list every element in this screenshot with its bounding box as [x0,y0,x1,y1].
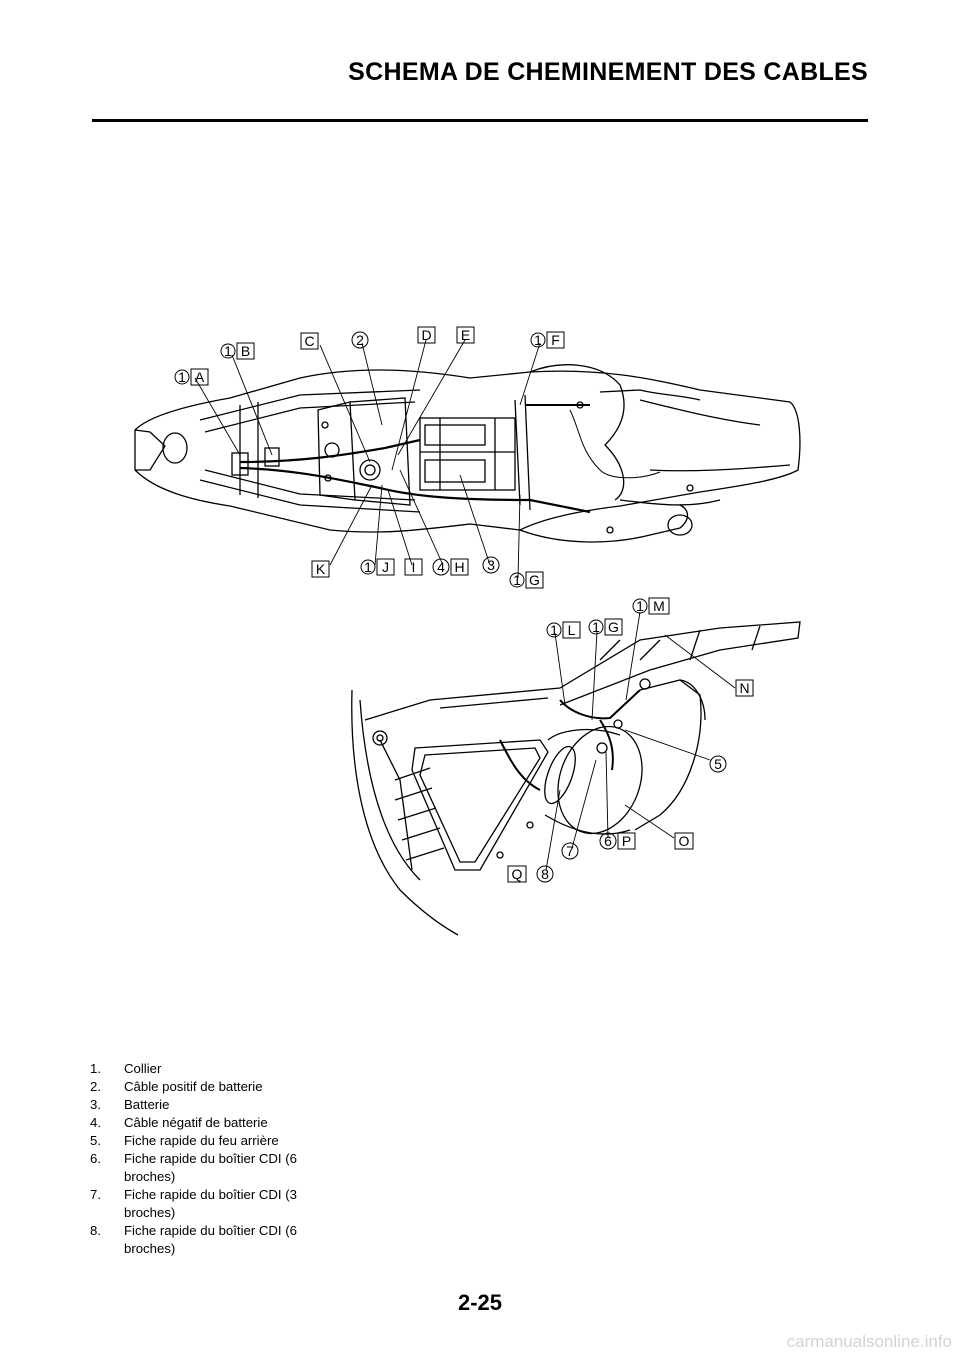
svg-text:4: 4 [437,559,445,575]
callout-1j: 1 J [360,558,395,576]
legend-number: 3. [90,1097,101,1112]
callout-c: C [300,332,319,350]
svg-text:7: 7 [566,843,574,859]
svg-text:J: J [382,559,389,575]
page-number: 2-25 [457,1290,503,1315]
top-view-illustration [134,364,801,543]
svg-text:B: B [241,343,250,359]
svg-text:1: 1 [224,343,232,359]
legend-number: 1. [90,1061,101,1076]
legend-text: Batterie [124,1097,170,1112]
svg-text:6: 6 [604,833,612,849]
callout-1l: 1 L [546,621,581,639]
legend-text: Collier [124,1061,162,1076]
svg-text:C: C [304,333,314,349]
callout-q: Q [507,865,527,883]
bottom-view-illustration [351,621,801,936]
svg-text:8: 8 [541,866,549,882]
svg-text:I: I [412,559,416,575]
svg-text:1: 1 [550,622,558,638]
svg-text:A: A [195,369,205,385]
legend-text: Câble positif de batterie [124,1079,263,1094]
svg-text:E: E [461,327,470,343]
callout-o: O [674,832,694,850]
callout-5: 5 [709,755,727,773]
callout-8: 8 [536,865,554,883]
svg-text:5: 5 [714,756,722,772]
callout-1a: 1 A [174,368,209,386]
legend-item: 8. Fiche rapide du boîtier CDI (6 broche… [90,1222,350,1258]
legend-number: 8. [90,1223,101,1238]
callout-2: 2 [351,331,369,349]
callout-i: I [404,558,423,576]
legend-item: 4. Câble négatif de batterie [90,1114,350,1132]
callout-1m: 1 M [632,597,670,615]
legend-item: 7. Fiche rapide du boîtier CDI (3 broche… [90,1186,350,1222]
callout-e: E [456,326,475,344]
legend-number: 5. [90,1133,101,1148]
svg-text:M: M [653,598,665,614]
callout-1f: 1 F [530,331,565,349]
parts-legend: 1. Collier 2. Câble positif de batterie … [90,1060,350,1258]
legend-text: Fiche rapide du feu arrière [124,1133,279,1148]
bottom-view-leaders [545,611,736,871]
svg-text:H: H [454,559,464,575]
callout-3: 3 [482,556,500,574]
callout-1b: 1 B [220,342,255,360]
legend-item: 3. Batterie [90,1096,350,1114]
svg-text:1: 1 [513,572,521,588]
legend-item: 2. Câble positif de batterie [90,1078,350,1096]
top-view-callouts: 1 A 1 B C 2 D E [174,326,565,589]
svg-text:G: G [529,572,540,588]
svg-text:1: 1 [636,598,644,614]
callout-1g-bottom: 1 G [588,618,623,636]
page-title: SCHEMA DE CHEMINEMENT DES CABLES [348,58,868,86]
legend-text: Fiche rapide du boîtier CDI (6 broches) [124,1151,297,1184]
svg-text:1: 1 [364,559,372,575]
svg-text:1: 1 [592,619,600,635]
legend-number: 2. [90,1079,101,1094]
cable-routing-diagram: 1 A 1 B C 2 D E [134,326,801,936]
svg-text:K: K [316,561,326,577]
callout-6p: 6 P [599,832,636,850]
legend-number: 7. [90,1187,101,1202]
svg-text:G: G [608,619,619,635]
bottom-view-callouts: 1 M 1 L 1 G N 5 6 [507,597,754,883]
legend-number: 6. [90,1151,101,1166]
watermark: carmanualsonline.info [786,1332,952,1351]
top-view-leaders [194,339,541,579]
svg-text:O: O [679,833,690,849]
svg-text:D: D [421,327,431,343]
callout-1g-top: 1 G [509,571,544,589]
legend-text: Fiche rapide du boîtier CDI (6 broches) [124,1223,297,1256]
svg-text:L: L [568,622,576,638]
svg-text:F: F [551,332,560,348]
callout-d: D [417,326,436,344]
legend-item: 6. Fiche rapide du boîtier CDI (6 broche… [90,1150,350,1186]
callout-n: N [735,679,754,697]
svg-text:N: N [739,680,749,696]
svg-text:2: 2 [356,332,364,348]
svg-text:P: P [622,833,631,849]
callout-7: 7 [561,842,579,860]
legend-text: Fiche rapide du boîtier CDI (3 broches) [124,1187,297,1220]
legend-item: 1. Collier [90,1060,350,1078]
legend-number: 4. [90,1115,101,1130]
legend-text: Câble négatif de batterie [124,1115,268,1130]
svg-text:1: 1 [178,369,186,385]
callout-4h: 4 H [432,558,469,576]
svg-text:3: 3 [487,557,495,573]
legend-item: 5. Fiche rapide du feu arrière [90,1132,350,1150]
callout-k: K [311,560,330,578]
title-rule [92,119,868,122]
svg-text:Q: Q [512,866,523,882]
svg-text:1: 1 [534,332,542,348]
